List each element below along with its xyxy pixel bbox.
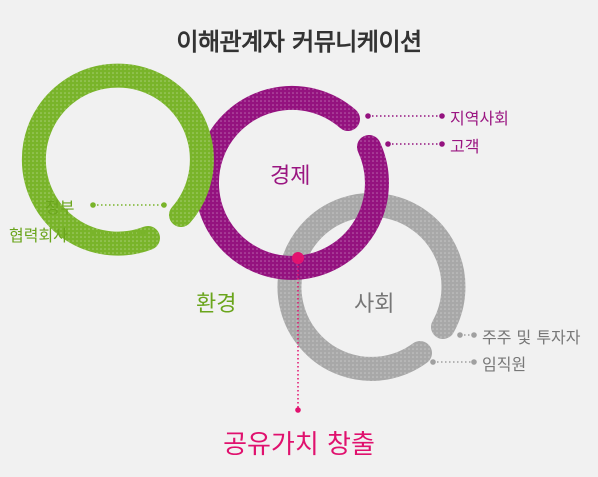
stakeholder-customer: 고객 [450,137,480,156]
shared-value-marker [292,252,304,413]
society-leader-lines [430,332,477,365]
economy-label: 경제 [270,164,311,189]
stakeholder-partner-company: 협력회사 [9,226,68,245]
stakeholder-employees: 임직원 [482,355,527,374]
environment-label: 환경 [196,292,237,317]
economy-leader-lines [365,113,445,147]
environment-leader-lines [90,202,167,236]
shared-value-label: 공유가치 창출 [223,430,375,460]
economy-ring [195,85,389,280]
page-title: 이해관계자 커뮤니케이션 [176,28,422,56]
stakeholder-shareholders-investors: 주주 및 투자자 [482,328,581,347]
society-label: 사회 [354,292,395,317]
society-ring [277,192,466,381]
environment-ring [21,63,214,256]
stakeholder-government: 정부 [45,198,75,217]
stakeholder-local-community: 지역사회 [450,109,509,128]
